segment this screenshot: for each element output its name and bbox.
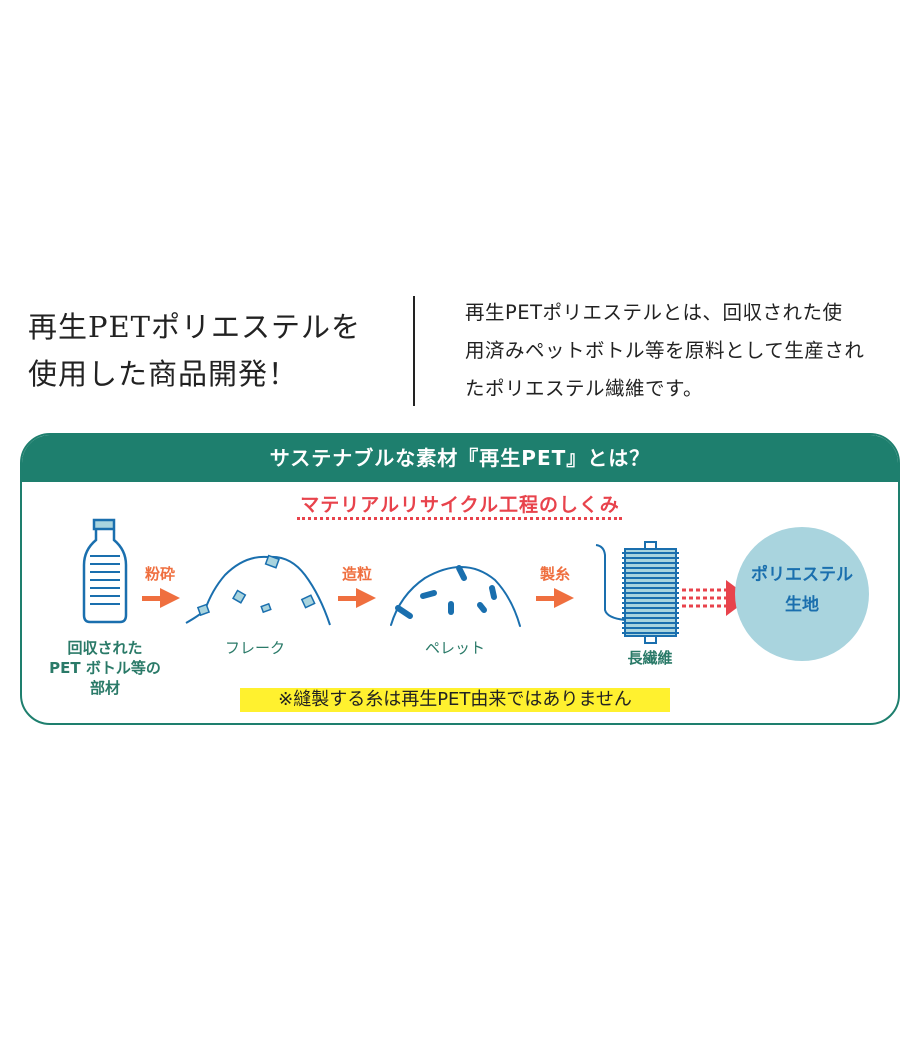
page-heading: 再生PETポリエステルを 使用した商品開発！ xyxy=(28,304,361,398)
heading-line-1: 再生PETポリエステルを xyxy=(28,310,362,344)
description: 再生PETポリエステルとは、回収された使 用済みペットボトル等を原料として生産さ… xyxy=(465,294,895,408)
step-spin: 製糸 xyxy=(540,565,571,583)
bottle-label-line: PET ボトル等の xyxy=(49,659,161,677)
panel-title: サステナブルな素材『再生PET』とは？ xyxy=(22,435,898,482)
process-subtitle: マテリアルリサイクル工程のしくみ xyxy=(300,494,620,516)
bottle-icon xyxy=(82,518,128,624)
heading-line-2: 使用した商品開発！ xyxy=(28,357,299,391)
flake-icon xyxy=(185,554,331,626)
result-circle xyxy=(735,527,869,661)
result-line-2: 生地 xyxy=(785,595,819,615)
description-line-1: 再生PETポリエステルとは、回収された使 xyxy=(465,301,843,324)
note-banner: ※縫製する糸は再生PET由来ではありません xyxy=(240,688,670,712)
description-line-2: 用済みペットボトル等を原料として生産され xyxy=(465,339,865,362)
bottle-label: 回収された PET ボトル等の 部材 xyxy=(40,638,170,698)
step-crush: 粉砕 xyxy=(145,565,176,583)
spool-icon xyxy=(595,541,679,644)
description-line-3: たポリエステル繊維です。 xyxy=(465,377,704,400)
arrow-right-icon xyxy=(142,588,574,608)
pellet-icon xyxy=(390,565,521,627)
bottle-label-line: 部材 xyxy=(89,679,120,697)
step-granulate: 造粒 xyxy=(342,565,373,583)
flake-label: フレーク xyxy=(224,639,285,657)
pellet-label: ペレット xyxy=(424,639,485,657)
subtitle-underline xyxy=(297,517,622,520)
divider xyxy=(413,296,415,406)
fiber-label: 長繊維 xyxy=(627,649,673,667)
result-label: ポリエステル 生地 xyxy=(738,560,866,620)
bottle-label-line: 回収された xyxy=(67,639,143,657)
recycle-panel: サステナブルな素材『再生PET』とは？ xyxy=(20,433,900,725)
result-line-1: ポリエステル xyxy=(751,565,853,585)
